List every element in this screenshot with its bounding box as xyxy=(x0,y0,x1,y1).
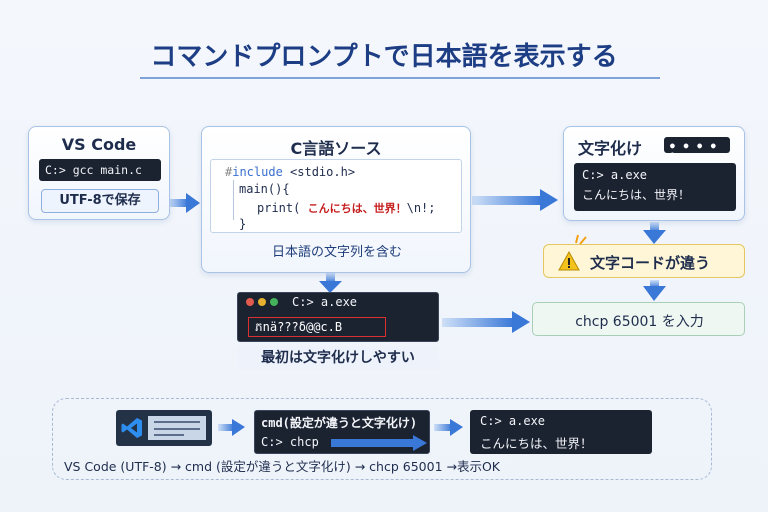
arrow-down-icon xyxy=(319,273,342,293)
alert-sparks-icon xyxy=(575,234,587,245)
vscode-heading: VS Code xyxy=(61,135,137,154)
title-underline xyxy=(140,77,660,79)
warning-label: 文字コードが違う xyxy=(590,254,711,272)
arrow-down-icon xyxy=(643,222,666,244)
middle-caption: 最初は文字化けしやすい xyxy=(237,346,439,370)
garbled-dots-icon: ● ● ● ● ● xyxy=(664,137,730,159)
window-dot-green xyxy=(270,298,278,306)
arrow-right-icon xyxy=(434,419,463,436)
arrow-down-icon xyxy=(643,280,666,301)
code-line-main: main(){ xyxy=(239,182,290,196)
code-line-close: } xyxy=(239,217,247,231)
flow-summary-box xyxy=(52,398,712,480)
garbled-heading: 文字化け xyxy=(578,139,643,158)
warning-box: 文字コードが違う xyxy=(543,234,745,278)
vscode-logo-icon xyxy=(121,418,142,438)
editor-area xyxy=(148,416,206,440)
window-dot-yellow xyxy=(258,298,266,306)
arrow-right-icon xyxy=(472,189,558,211)
code-line-print: print( こんにちは、世界！\n!; xyxy=(257,201,436,215)
c-source-heading: C言語ソース xyxy=(290,139,382,158)
vscode-window-thumb xyxy=(116,410,212,446)
garbled-panel: 文字化け ● ● ● ● ● C:> a.exe こんにちは、世界！ xyxy=(563,126,745,221)
chcp-label: chcp 65001 を入力 xyxy=(575,314,704,330)
code-line-include: #include <stdio.h> xyxy=(225,165,356,179)
c-source-panel: C言語ソース #include <stdio.h> main(){ print(… xyxy=(201,126,471,273)
result-prompt: C:> a.exe xyxy=(480,414,546,428)
flow-caption: VS Code (UTF-8) → cmd (設定が違うと文字化け) → chc… xyxy=(64,459,500,474)
window-dot-red xyxy=(246,298,254,306)
result-output: こんにちは、世界！ xyxy=(480,436,593,451)
garbled-prompt: C:> a.exe xyxy=(582,168,648,182)
cmd-window: cmd(設定が違うと文字化け) C:> chcp xyxy=(254,410,430,454)
warning-icon xyxy=(558,251,580,271)
arrow-right-icon xyxy=(442,311,530,333)
utf8-save-label: UTF-8で保存 xyxy=(41,189,159,213)
result-terminal: C:> a.exe こんにちは、世界！ xyxy=(470,410,652,454)
middle-prompt: C:> a.exe xyxy=(292,295,358,309)
garbled-output-highlight: ភnä???δ@@c.B xyxy=(248,317,386,337)
arrow-right-icon xyxy=(218,419,245,436)
vscode-panel: VS Code C:> gcc main.c UTF-8で保存 xyxy=(28,126,170,220)
cmd-arrow-icon xyxy=(331,435,427,451)
cmd-title: cmd(設定が違うと文字化け) xyxy=(261,416,418,430)
chcp-box: chcp 65001 を入力 xyxy=(532,302,745,336)
middle-terminal: C:> a.exe ភnä???δ@@c.B xyxy=(237,292,439,342)
arrow-right-icon xyxy=(168,193,200,213)
code-box: #include <stdio.h> main(){ print( こんにちは、… xyxy=(210,159,462,233)
page-title: コマンドプロンプトで日本語を表示する xyxy=(150,42,618,72)
garbled-terminal: C:> a.exe こんにちは、世界！ xyxy=(574,163,736,211)
cmd-prompt: C:> chcp xyxy=(261,435,319,449)
source-caption: 日本語の文字列を含む xyxy=(271,245,402,260)
vscode-command: C:> gcc main.c xyxy=(39,159,161,181)
garbled-output: こんにちは、世界！ xyxy=(582,188,691,202)
